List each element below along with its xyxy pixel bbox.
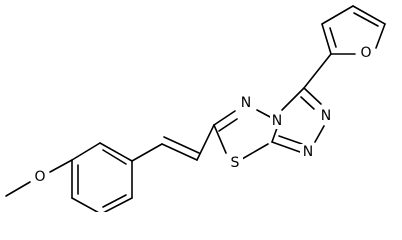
bond-c3-n-double-outer [303,87,322,105]
bond-c3-n-double-inner [300,96,315,110]
atom-n-fused: N [272,113,282,129]
bond-furan-c4-c3 [321,5,354,25]
molecule-canvas: O S N N N N O [5,5,386,215]
bond-n-n-triazole [314,125,325,143]
bond-furan-c5-c4-inner [353,12,379,27]
bond-n-c7a-double-outer [271,141,301,153]
bond-furan-c3-c2-inner [329,27,337,48]
bond-benzene-2 [99,142,133,162]
bond-benzene-5 [71,197,102,215]
bond-c3-furan [303,53,332,89]
bond-vinyl-double-outer [161,143,198,161]
bond-c2-s [213,124,227,154]
atom-n-triazole-right: N [321,108,331,124]
bond-benzene-4 [100,197,133,215]
atom-bg-o-furan [358,45,374,61]
bond-furan-c5-c4-outer [352,5,386,25]
bond-s-c7a [241,143,269,160]
molecule-structure: O S N N N N O [5,5,386,215]
bond-vinyl-double-inner [163,136,200,154]
atom-n-ring-top: N [241,95,251,111]
bond-nfused-c7a [271,127,278,143]
atom-bg-n-fused [270,113,286,129]
atom-n-triazole-bottom: N [303,144,313,160]
bond-benzene-1 [71,142,101,161]
atom-bg-n-right [318,108,334,124]
atom-o-methoxy: O [34,169,45,185]
bond-nfused-c3 [281,87,305,111]
bond-c2-n-double-inner [218,118,238,132]
atom-bg-n-bottom [300,144,316,160]
bond-o-ring [49,159,73,173]
atom-bg-s [227,155,243,173]
bond-c2-n-double-outer [213,110,236,126]
bond-furan-o-c5 [375,23,386,49]
atom-o-furan: O [360,45,371,61]
bond-benzene-inner-1 [102,149,127,165]
bond-n-c7a-double-inner [278,135,303,145]
bond-ring-vinyl [131,143,163,162]
atom-bg-n-top [239,95,255,111]
bond-benzene-inner-2 [102,194,127,208]
bond-furan-c3-c2-outer [321,23,332,55]
bond-vinyl-c2 [196,124,215,161]
atom-s-thiadiazole: S [231,155,240,171]
bond-methyl-o [5,181,31,197]
atom-bg-o-methoxy [32,169,48,185]
bond-n-nfused [256,109,273,119]
